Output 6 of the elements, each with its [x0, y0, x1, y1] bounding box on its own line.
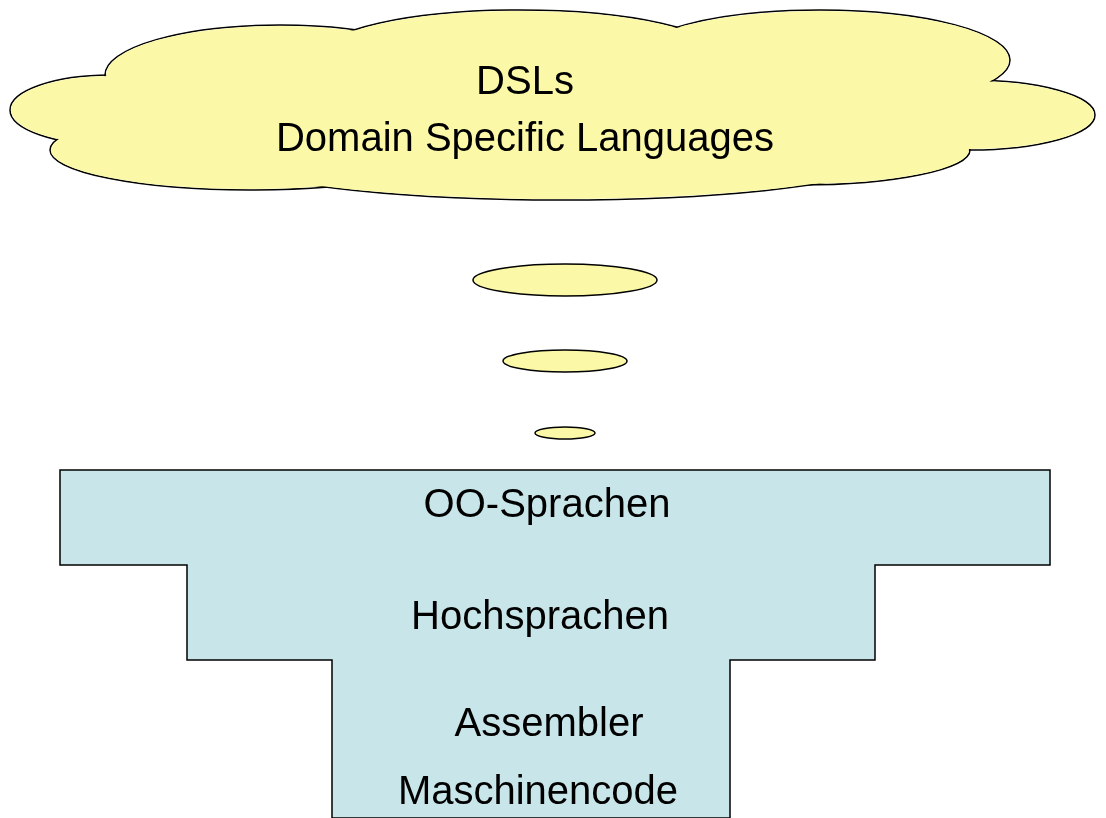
layer-label: Assembler [454, 702, 644, 742]
cloud-label: DSLs [476, 60, 574, 100]
layer-label: OO-Sprachen [423, 483, 671, 523]
cloud-label: Domain Specific Languages [275, 117, 775, 157]
layer-label: Hochsprachen [411, 595, 669, 635]
layer-label: Maschinencode [397, 770, 679, 810]
